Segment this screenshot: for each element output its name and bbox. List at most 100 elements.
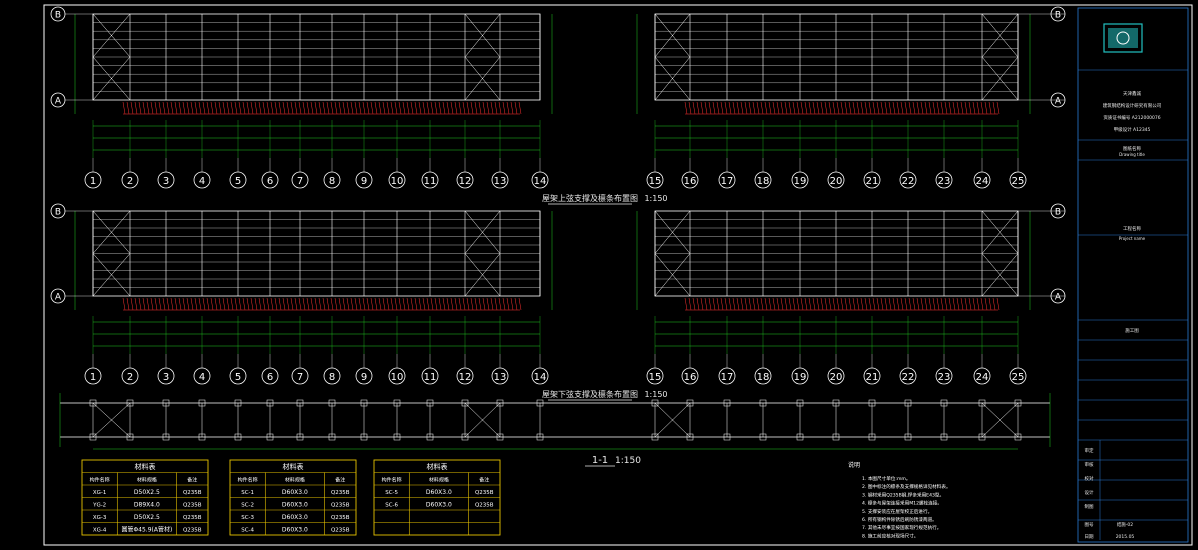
section-node — [360, 399, 368, 407]
upper-eave-member — [278, 101, 282, 115]
upper-eave-member — [122, 101, 126, 115]
section-node — [266, 399, 274, 407]
lower-eave-member — [780, 297, 784, 311]
material-table-header: 备注 — [335, 477, 345, 484]
section-node — [796, 433, 804, 441]
lower-eave-member — [980, 297, 984, 311]
upper-eave-member — [932, 101, 936, 115]
material-table-cell: SC-6 — [385, 503, 398, 509]
note-item: 1. 本图尺寸单位:mm。 — [862, 475, 911, 482]
upper-eave-member — [426, 101, 430, 115]
grid-column-bubble — [121, 367, 139, 385]
section-node — [759, 433, 767, 441]
lower-eave-member — [246, 297, 250, 311]
grid-column-bubble — [261, 367, 279, 385]
upper-eave-member — [438, 101, 442, 115]
grid-column-label: 1 — [90, 372, 96, 383]
upper-eave-member — [506, 101, 510, 115]
upper-eave-member — [728, 101, 732, 115]
lower-plan-scale: 1:150 — [644, 390, 667, 399]
upper-eave-member — [218, 101, 222, 115]
upper-eave-member — [498, 101, 502, 115]
lower-eave-member — [154, 297, 158, 311]
lower-eave-member — [170, 297, 174, 311]
section-node — [461, 433, 469, 441]
upper-eave-member — [290, 101, 294, 115]
grid-column-label: 1 — [90, 176, 96, 187]
upper-eave-member — [270, 101, 274, 115]
lower-eave-member — [920, 297, 924, 311]
section-node — [904, 433, 912, 441]
material-table-cell: Q235B — [183, 528, 202, 534]
section-diagonal — [654, 402, 691, 438]
lower-eave-member — [756, 297, 760, 311]
lower-eave-member — [222, 297, 226, 311]
lower-eave-member — [896, 297, 900, 311]
grid-row-label: B — [55, 11, 61, 21]
lower-eave-member — [948, 297, 952, 311]
upper-eave-member — [478, 101, 482, 115]
grid-column-bubble — [456, 367, 474, 385]
lower-eave-member — [696, 297, 700, 311]
lower-eave-member — [724, 297, 728, 311]
section-node — [651, 433, 659, 441]
grid-column-label: 13 — [494, 176, 507, 187]
lower-eave-member — [820, 297, 824, 311]
project-name: Project name — [1119, 236, 1146, 241]
lower-eave-member — [342, 297, 346, 311]
material-table-header: 构件名称 — [90, 477, 110, 484]
upper-eave-member — [338, 101, 342, 115]
grid-column-bubble — [646, 171, 664, 189]
lower-eave-member — [904, 297, 908, 311]
lower-eave-member — [326, 297, 330, 311]
upper-eave-member — [780, 101, 784, 115]
upper-bracing — [981, 13, 1019, 58]
upper-eave-member — [948, 101, 952, 115]
grid-column-bubble — [646, 367, 664, 385]
section-node — [296, 399, 304, 407]
lower-eave-member — [390, 297, 394, 311]
upper-eave-member — [406, 101, 410, 115]
grid-column-label: 4 — [199, 176, 205, 187]
note-item: 3. 钢材采用Q235B钢,焊条采用E43型。 — [862, 491, 944, 498]
upper-eave-member — [138, 101, 142, 115]
lower-eave-member — [250, 297, 254, 311]
grid-column-bubble — [754, 171, 772, 189]
upper-eave-member — [226, 101, 230, 115]
grid-column-label: 7 — [297, 176, 303, 187]
grid-column-bubble — [531, 171, 549, 189]
section-node — [461, 399, 469, 407]
lower-eave-member — [928, 297, 932, 311]
lower-eave-member — [134, 297, 138, 311]
section-node — [393, 433, 401, 441]
lower-eave-member — [936, 297, 940, 311]
lower-bracing — [464, 253, 501, 297]
upper-eave-member — [326, 101, 330, 115]
note-item: 7. 其他未尽事宜按国家现行规范执行。 — [862, 524, 941, 531]
lower-eave-member — [330, 297, 334, 311]
lower-eave-member — [832, 297, 836, 311]
upper-eave-member — [832, 101, 836, 115]
lower-eave-member — [442, 297, 446, 311]
grid-column-label: 14 — [534, 372, 547, 383]
upper-eave-member — [258, 101, 262, 115]
grid-column-label: 18 — [757, 176, 770, 187]
upper-eave-member — [430, 101, 434, 115]
upper-eave-member — [784, 101, 788, 115]
upper-eave-member — [458, 101, 462, 115]
certificate-2: 甲级设计 A12345 — [1114, 126, 1151, 133]
lower-eave-member — [454, 297, 458, 311]
lower-eave-member — [254, 297, 258, 311]
upper-eave-member — [242, 101, 246, 115]
lower-eave-member — [972, 297, 976, 311]
lower-eave-member — [466, 297, 470, 311]
grid-column-bubble — [681, 171, 699, 189]
upper-eave-member — [788, 101, 792, 115]
material-table-title: 材料表 — [427, 462, 448, 471]
grid-row-label: A — [1055, 97, 1062, 107]
upper-eave-member — [170, 101, 174, 115]
section-node — [162, 399, 170, 407]
material-table-cell: Q235B — [475, 490, 494, 496]
lower-eave-member — [378, 297, 382, 311]
